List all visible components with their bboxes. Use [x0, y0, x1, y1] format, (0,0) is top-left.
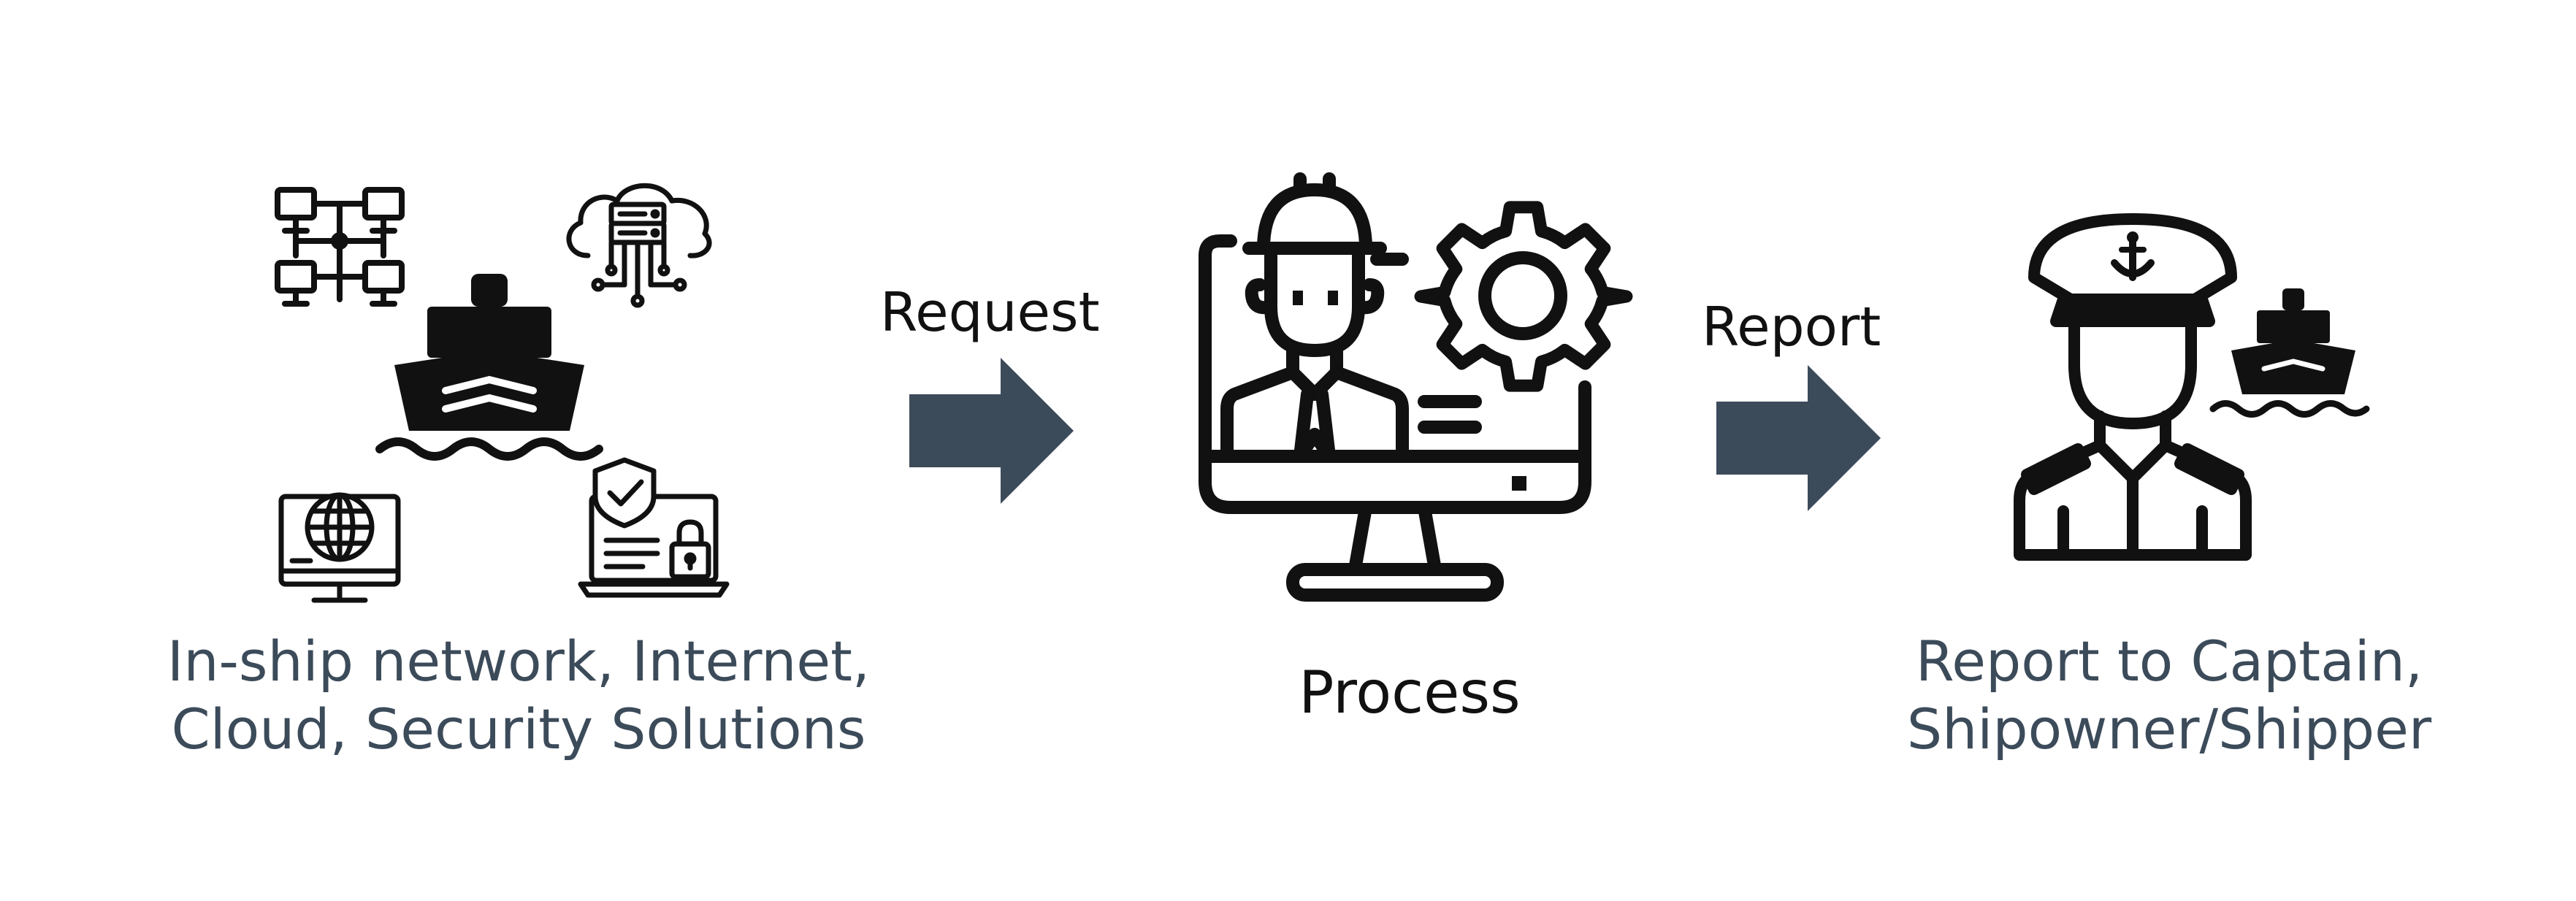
- sources-caption-line1: In-ship network, Internet,: [167, 629, 871, 694]
- report-caption: Report to Captain, Shipowner/Shipper: [1841, 628, 2498, 763]
- sources-caption-line2: Cloud, Security Solutions: [171, 696, 866, 762]
- network-icon: [275, 187, 405, 307]
- engineer-monitor-icon: [1199, 172, 1591, 602]
- request-arrow-icon: [909, 358, 1074, 504]
- globe-monitor-icon: [278, 492, 401, 603]
- report-caption-line2: Shipowner/Shipper: [1906, 696, 2432, 762]
- process-caption: Process: [1299, 659, 1521, 726]
- request-label: Request: [880, 281, 1100, 344]
- security-laptop-icon: [578, 457, 730, 598]
- sources-caption: In-ship network, Internet, Cloud, Securi…: [131, 628, 906, 763]
- captain-icon: [2014, 213, 2252, 561]
- ship-icon: [375, 274, 603, 461]
- report-label: Report: [1702, 296, 1881, 359]
- gear-icon: [1414, 201, 1633, 392]
- report-caption-line1: Report to Captain,: [1915, 629, 2423, 694]
- report-arrow-icon: [1716, 365, 1881, 511]
- cloud-server-icon: [566, 183, 712, 308]
- small-ship-icon: [2209, 288, 2370, 418]
